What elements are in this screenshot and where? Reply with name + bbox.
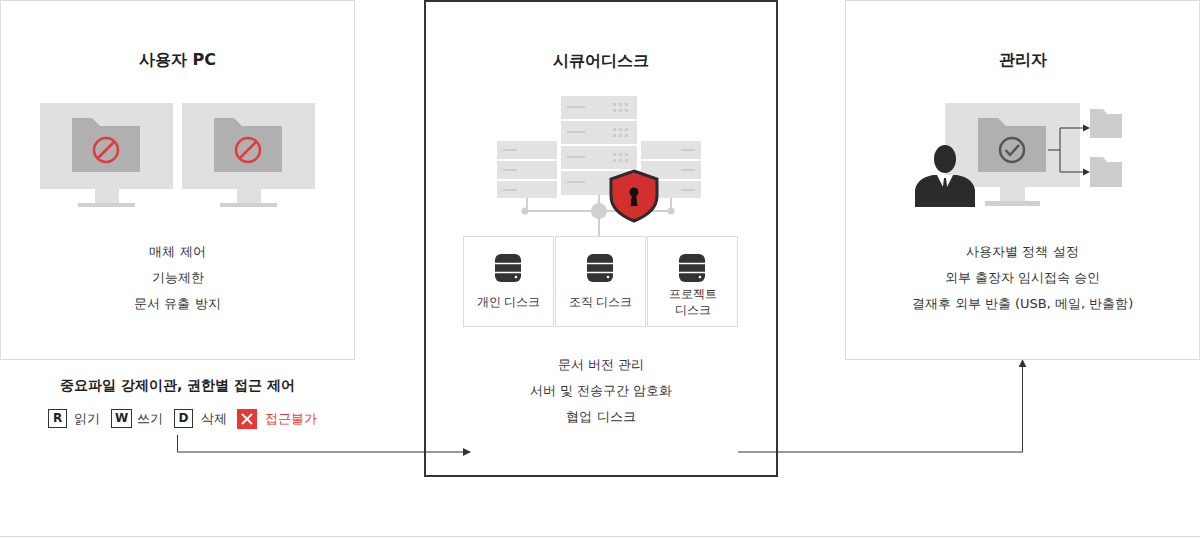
block-icon <box>236 138 260 162</box>
disk-icon <box>679 254 705 282</box>
monitor-base <box>985 201 1040 206</box>
feature-text: 결재후 외부 반출 (USB, 메일, 반출함) <box>852 293 1193 314</box>
monitor-icon <box>40 103 173 207</box>
flow-arrow <box>178 435 471 452</box>
server-slot <box>567 131 585 133</box>
folder-icon <box>978 118 1046 172</box>
server-unit <box>561 146 637 169</box>
server-vents <box>613 103 628 162</box>
panel-title: 시큐어디스크 <box>432 49 770 73</box>
admin-icon <box>915 103 1122 207</box>
server-unit <box>561 96 637 119</box>
feature-text: 사용자별 정책 설정 <box>852 241 1193 262</box>
disk-label: 프로젝트 디스크 <box>665 286 721 318</box>
person-body <box>915 175 975 207</box>
deny-icon <box>237 409 257 429</box>
disk-icon <box>495 254 521 282</box>
block-slash <box>240 142 257 159</box>
server-unit <box>497 161 557 179</box>
server-slot <box>567 181 585 183</box>
monitor-screen <box>40 103 173 189</box>
disk-box: 개인 디스크 <box>463 236 554 327</box>
server-unit <box>497 141 557 159</box>
server-unit <box>561 121 637 144</box>
block-slash <box>98 142 115 159</box>
feature-text: 매체 제어 <box>7 241 348 262</box>
permission-text: 삭제 <box>201 410 227 428</box>
network-hub <box>591 203 607 219</box>
permission-text: 읽기 <box>74 410 100 428</box>
server-slot <box>567 106 585 108</box>
check-icon <box>1000 138 1024 162</box>
server-slot <box>503 189 517 191</box>
text-holder: 프로젝트 디스크 <box>648 283 737 321</box>
shield-icon <box>611 171 657 221</box>
panel-box: 시큐어디스크문서 버전 관리서버 및 전송구간 암호화협업 디스크 개인 디스크 조… <box>424 0 778 477</box>
permission-key: R <box>48 409 67 428</box>
panel-box: 관리자사용자별 정책 설정외부 출장자 임시접속 승인결재후 외부 반출 (US… <box>845 0 1200 360</box>
deny-text: 접근불가 <box>265 410 317 428</box>
server-slot <box>681 189 695 191</box>
feature-text: 문서 버전 관리 <box>432 354 770 375</box>
monitor-base <box>220 203 277 207</box>
disk-box: 프로젝트 디스크 <box>647 236 738 327</box>
feature-text: 협업 디스크 <box>432 406 770 427</box>
monitor-icon <box>182 103 315 207</box>
disk-icon <box>587 254 613 282</box>
server-unit <box>641 141 701 159</box>
person-head <box>934 145 956 173</box>
feature-text: 외부 출장자 임시접속 승인 <box>852 267 1193 288</box>
monitor-neck <box>237 189 261 203</box>
folder-icon <box>72 118 140 172</box>
feature-text: 서버 및 전송구간 암호화 <box>432 380 770 401</box>
person-tie <box>942 178 949 203</box>
panel-title: 관리자 <box>852 48 1193 72</box>
server-slot <box>681 149 695 151</box>
branch-arrow <box>1083 169 1090 176</box>
disk-label: 개인 디스크 <box>477 294 541 310</box>
branch-line <box>1048 128 1084 172</box>
monitor-neck <box>1000 187 1025 201</box>
server-icon <box>497 96 701 236</box>
monitor-neck <box>95 189 119 203</box>
server-slot <box>503 169 517 171</box>
folder-icon <box>214 118 282 172</box>
block-icon <box>94 138 118 162</box>
server-slot <box>567 156 585 158</box>
caption-text: 중요파일 강제이관, 권한별 접근 제어 <box>0 376 355 395</box>
feature-text: 문서 유출 방지 <box>7 293 348 314</box>
folder-icon <box>1090 157 1122 187</box>
disk-label: 조직 디스크 <box>569 294 633 310</box>
keyhole <box>631 194 638 206</box>
panel-title: 사용자 PC <box>7 48 348 72</box>
monitor-screen <box>182 103 315 189</box>
bottom-rule <box>0 536 1200 537</box>
check-mark <box>1006 145 1020 155</box>
text-holder: 조직 디스크 <box>556 283 645 321</box>
text-holder: 개인 디스크 <box>464 283 553 321</box>
disk-box: 조직 디스크 <box>555 236 646 327</box>
server-slot <box>681 169 695 171</box>
folder-icon <box>1090 109 1122 138</box>
flow-arrow <box>738 360 1023 452</box>
network-dot <box>668 208 675 215</box>
permission-key: W <box>111 409 132 428</box>
monitor-base <box>78 203 135 207</box>
permission-text: 쓰기 <box>137 410 163 428</box>
permission-key: D <box>174 409 193 428</box>
branch-arrow <box>1083 125 1090 132</box>
feature-text: 기능제한 <box>7 267 348 288</box>
network-dot <box>522 208 529 215</box>
panel-box: 사용자 PC 매체 제어기능제한문서 유출 방지 <box>0 0 355 360</box>
server-unit <box>497 181 557 198</box>
server-slot <box>503 149 517 151</box>
